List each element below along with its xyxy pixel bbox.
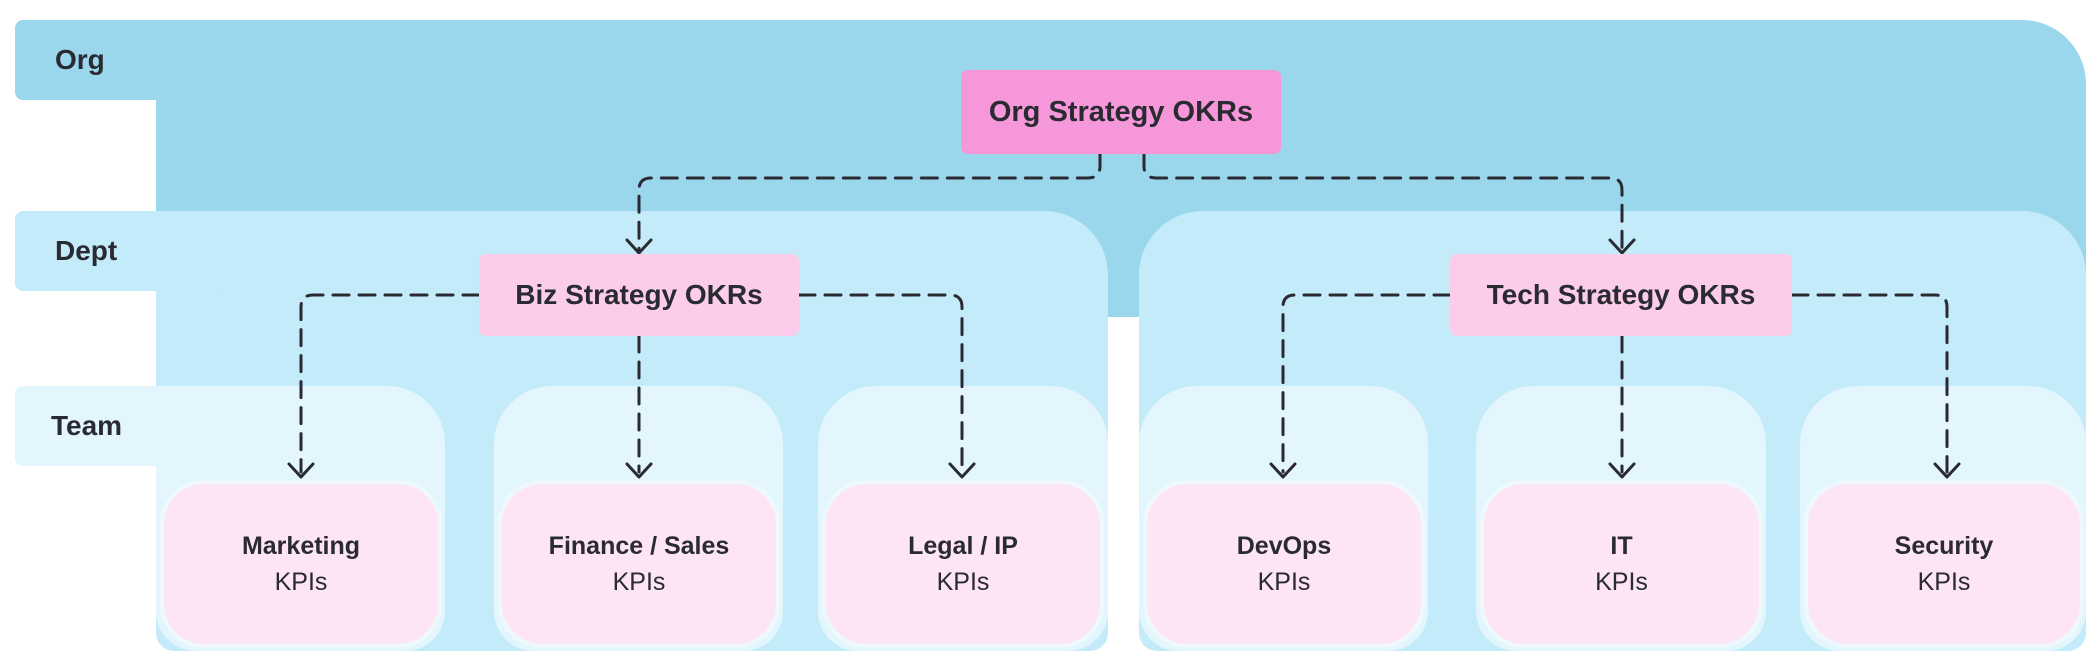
connector-org-to-tech xyxy=(1142,152,1624,252)
team-name: Marketing xyxy=(241,532,361,560)
connector-tech-to-security xyxy=(1790,293,1949,474)
team-kpi-label: KPIs xyxy=(936,568,990,596)
arrowhead-marketing xyxy=(287,462,315,479)
biz-strategy-okrs-box: Biz Strategy OKRs xyxy=(479,254,799,336)
connector-biz-to-marketing xyxy=(299,293,481,474)
arrowhead-devops xyxy=(1269,462,1297,479)
team-kpi-label: KPIs xyxy=(1917,568,1971,596)
layer-label-dept: Dept xyxy=(15,211,225,291)
team-kpi-card: Finance / Sales KPIs xyxy=(498,480,780,648)
team-kpi-label: KPIs xyxy=(1257,568,1311,596)
team-kpi-label: KPIs xyxy=(1595,568,1648,596)
team-kpi-label: KPIs xyxy=(612,568,666,596)
team-name: Security xyxy=(1894,532,1994,560)
connector-biz-to-legal xyxy=(797,293,964,474)
team-name: DevOps xyxy=(1236,532,1332,560)
arrowhead-finance xyxy=(625,462,653,479)
arrowhead-tech xyxy=(1608,238,1636,255)
org-strategy-okrs-label: Org Strategy OKRs xyxy=(988,95,1254,128)
connector-tech-to-devops xyxy=(1281,293,1452,474)
arrowhead-biz xyxy=(625,238,653,255)
arrowhead-legal xyxy=(948,462,976,479)
tech-strategy-okrs-box: Tech Strategy OKRs xyxy=(1450,254,1792,336)
team-kpi-label: KPIs xyxy=(274,568,328,596)
team-kpi-card: Security KPIs xyxy=(1804,480,2084,648)
layer-label-team: Team xyxy=(15,386,225,466)
team-name: IT xyxy=(1610,532,1633,560)
team-name: Legal / IP xyxy=(908,532,1018,560)
team-kpi-card: Marketing KPIs xyxy=(160,480,442,648)
connector-org-to-biz xyxy=(637,152,1102,252)
arrowhead-it xyxy=(1608,462,1636,479)
biz-strategy-okrs-label: Biz Strategy OKRs xyxy=(515,279,763,310)
team-name: Finance / Sales xyxy=(548,532,730,560)
arrowhead-security xyxy=(1933,462,1961,479)
tech-strategy-okrs-label: Tech Strategy OKRs xyxy=(1486,279,1756,310)
team-kpi-card: IT KPIs xyxy=(1480,480,1763,648)
team-kpi-card: DevOps KPIs xyxy=(1143,480,1425,648)
org-strategy-okrs-box: Org Strategy OKRs xyxy=(961,70,1281,154)
layer-label-org: Org xyxy=(15,20,225,100)
team-kpi-card: Legal / IP KPIs xyxy=(822,480,1104,648)
